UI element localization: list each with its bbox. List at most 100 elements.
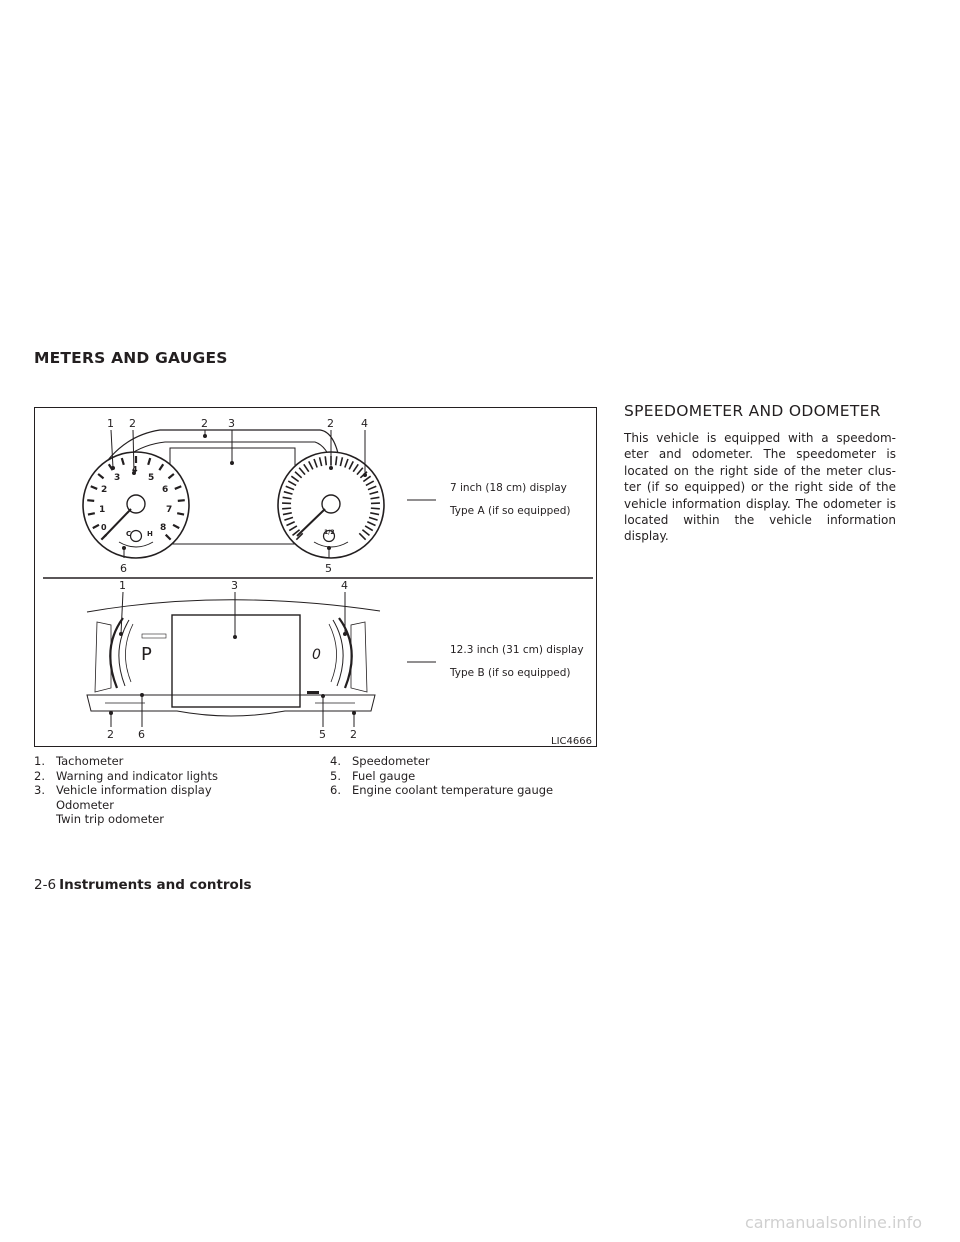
callout-a-2b: 2 [201,417,208,430]
gauge-tick [147,457,152,466]
type-b-callouts: 1 3 4 2 6 5 2 [107,579,357,741]
type-a-size-label: 7 inch (18 cm) display [450,482,567,494]
watermark: carmanualsonline.info [744,1213,922,1232]
tachometer-gauge: 1 2 3 4 5 6 7 8 0 C H [82,451,190,559]
gauge-tick [308,460,314,470]
tach-num-4: 4 [132,465,138,474]
gear-indicator: P [141,644,152,665]
gauge-tick [356,467,364,476]
gauge-tick [158,463,165,471]
gauge-tick [177,499,185,502]
legend-subitem: Odometer [56,797,114,812]
gauge-tick [362,475,372,483]
callout-b-5: 5 [319,728,326,741]
gauge-tick [344,458,349,468]
legend-left: 1.Tachometer 2.Warning and indicator lig… [34,754,218,827]
callout-b-2b: 2 [350,728,357,741]
gauge-tick [97,473,105,480]
gauge-tick [318,457,323,467]
fuel-half-label: 1/2 [324,529,335,536]
gauge-tick [313,458,318,468]
gauge-tick [334,456,338,466]
callout-a-2: 2 [129,417,136,430]
gauge-tick [369,490,379,495]
legend-item: 5.Fuel gauge [330,768,416,783]
callout-b-4: 4 [341,579,348,592]
gauge-tick [120,457,125,466]
gauge-tick [283,490,293,495]
cluster-illustration: 1 2 3 4 5 6 7 8 0 C H 1/2 [43,417,593,747]
tach-num-2: 2 [101,485,107,495]
gauge-tick [368,516,378,521]
gauge-tick [87,499,95,502]
gauge-tick [370,512,380,516]
tach-num-5: 5 [148,473,154,483]
gauge-tick [348,460,354,470]
legend-item: 4.Speedometer [330,754,430,768]
speedometer-gauge: 1/2 [277,451,385,559]
gauge-tick [367,485,377,491]
legend-item: 3.Vehicle information display [34,783,212,798]
speed-readout: 0 [312,647,321,663]
callout-a-3: 3 [228,417,235,430]
page-number: 2-6 [34,877,57,893]
gauge-tick [290,475,300,483]
callout-a-1: 1 [107,417,114,430]
gauge-tick [288,525,298,532]
figure-id: LIC4666 [551,736,592,747]
callout-a-6: 6 [120,562,127,575]
legend-item: 6.Engine coolant temperature gauge [330,783,554,798]
callout-b-2a: 2 [107,728,114,741]
gauge-tick [303,463,310,473]
callout-b-6: 6 [138,728,145,741]
gauge-tick [282,507,292,510]
gauge-tick [339,457,344,467]
gauge-tick [361,529,370,536]
gauge-tick [364,525,374,532]
callout-a-5: 5 [325,562,332,575]
gauge-tick [174,485,182,490]
gauge-tick [298,467,306,476]
subsection-title: SPEEDOMETER AND ODOMETER [624,402,881,420]
gauge-tick [324,456,328,466]
gauge-tick [282,496,292,500]
gauge-tick [352,463,359,473]
gauge-tick [294,471,303,479]
chapter-title: Instruments and controls [59,877,252,893]
legend-item: 1.Tachometer [34,754,124,768]
gauge-tick [282,512,292,516]
gauge-tick [358,532,367,541]
gauge-tick [292,529,301,536]
gauge-tick [176,512,185,516]
gauge-tick [370,496,380,500]
gauge-tick [164,533,172,541]
gauge-tick [90,485,98,490]
subsection-body: This vehicle is equipped with a speedom-… [624,431,896,544]
legend-right: 4.Speedometer 5.Fuel gauge 6.Engine cool… [330,754,553,798]
callout-b-3: 3 [231,579,238,592]
gauge-tick [92,523,100,530]
type-b-cluster: P 0 1 3 4 2 6 5 2 [86,579,584,741]
tach-num-1: 1 [99,505,105,515]
temp-c-label: C [126,530,131,538]
instrument-cluster-figure: 1 2 3 4 5 6 7 8 0 C H 1/2 [34,407,597,747]
gauge-tick [370,507,380,510]
gauge-tick [167,473,175,480]
type-a-type-label: Type A (if so equipped) [449,505,571,517]
gauge-tick [295,532,304,541]
gauge-tick [286,521,296,527]
callout-a-4: 4 [361,417,368,430]
gauge-tick [365,480,375,487]
type-a-cluster: 1 2 3 4 5 6 7 8 0 C H 1/2 [82,417,571,575]
gauge-tick [366,521,376,527]
temp-h-label: H [147,530,153,538]
callout-b-1: 1 [119,579,126,592]
legend-subitem: Twin trip odometer [56,812,165,827]
speedometer-section: SPEEDOMETER AND ODOMETER This vehicle is… [624,402,896,545]
tach-num-7: 7 [166,505,172,515]
tach-num-6: 6 [162,485,168,495]
section-title: METERS AND GAUGES [34,349,228,367]
gauge-tick [172,523,180,530]
legend-item: 2.Warning and indicator lights [34,768,218,783]
gauge-tick [284,516,294,521]
